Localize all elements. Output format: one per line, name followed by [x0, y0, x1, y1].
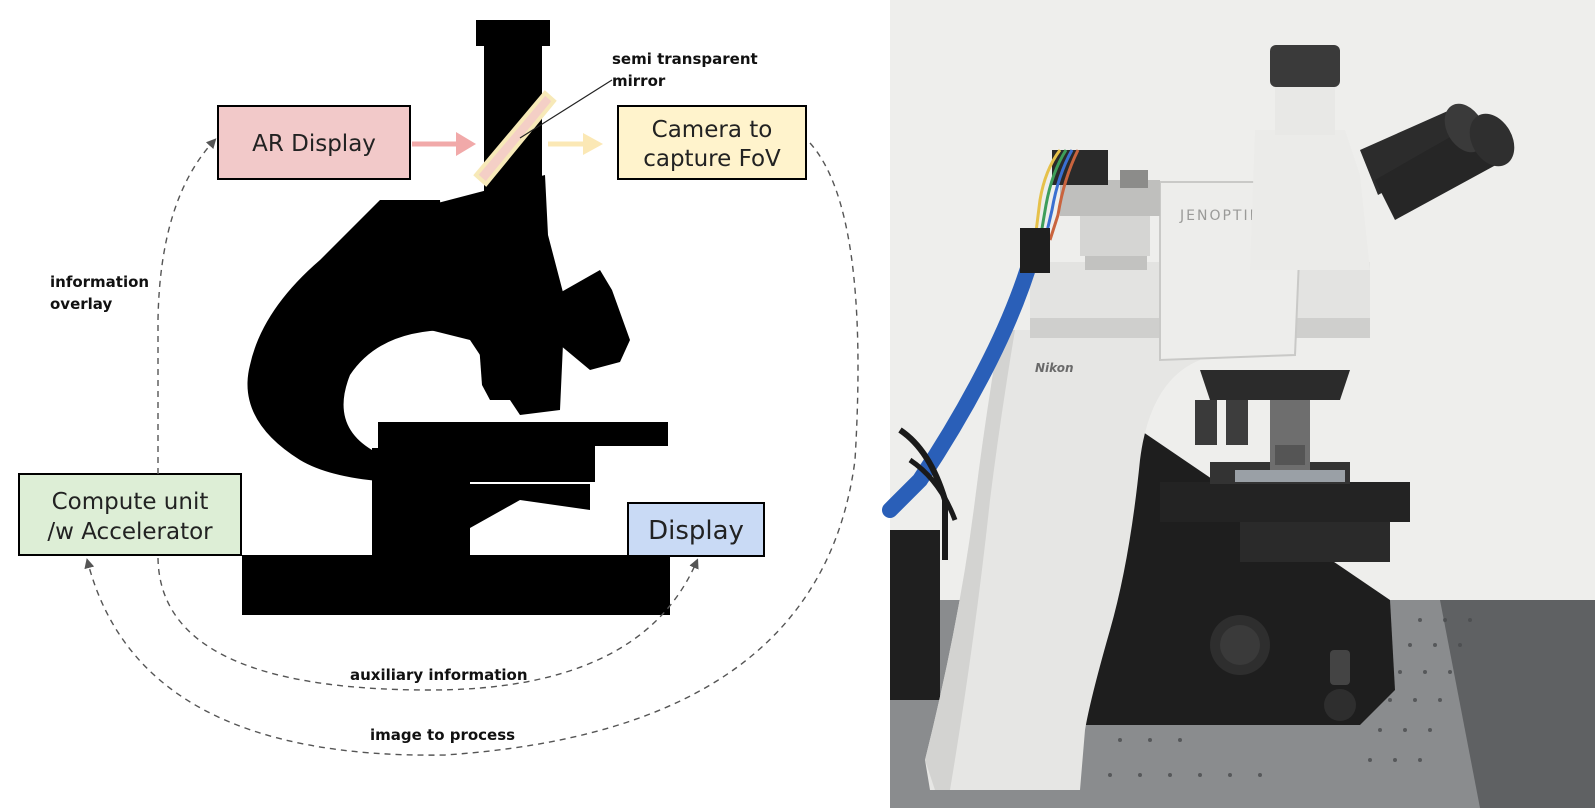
mirror-leader-line — [519, 79, 613, 139]
mirror-to-camera-arrow — [548, 133, 603, 155]
ar-display-label: AR Display — [252, 131, 376, 157]
compute-label-line2: /w Accelerator — [47, 519, 213, 545]
camera-label-line1: Camera to — [652, 117, 773, 143]
microscope-silhouette — [242, 20, 670, 615]
camera-label-line2: capture FoV — [643, 146, 781, 172]
overlay-connector — [157, 138, 217, 474]
ar-to-mirror-arrow — [412, 132, 476, 156]
compute-label-line1: Compute unit — [52, 489, 209, 515]
jenoptik-brand: JENOPTIK — [1179, 208, 1261, 224]
image-label: image to process — [370, 726, 515, 744]
auxiliary-connector — [157, 557, 699, 691]
microscope-photo: JENOPTIK Nikon — [882, 0, 1595, 808]
overlay-label-line2: overlay — [50, 295, 112, 313]
display-label: Display — [648, 516, 744, 546]
dashed-connectors — [84, 138, 859, 756]
overlay-label-line1: information — [50, 273, 149, 291]
mirror-label-line2: mirror — [612, 72, 666, 90]
compute-unit-box: Compute unit /w Accelerator — [18, 473, 242, 556]
semi-transparent-mirror — [473, 90, 557, 187]
image-connector — [84, 142, 859, 756]
nikon-brand: Nikon — [1035, 361, 1074, 375]
camera-box: Camera to capture FoV — [617, 105, 807, 180]
ar-display-box: AR Display — [217, 105, 411, 180]
display-box: Display — [627, 502, 765, 557]
mirror-label-line1: semi transparent — [612, 50, 758, 68]
auxiliary-label: auxiliary information — [350, 666, 528, 684]
